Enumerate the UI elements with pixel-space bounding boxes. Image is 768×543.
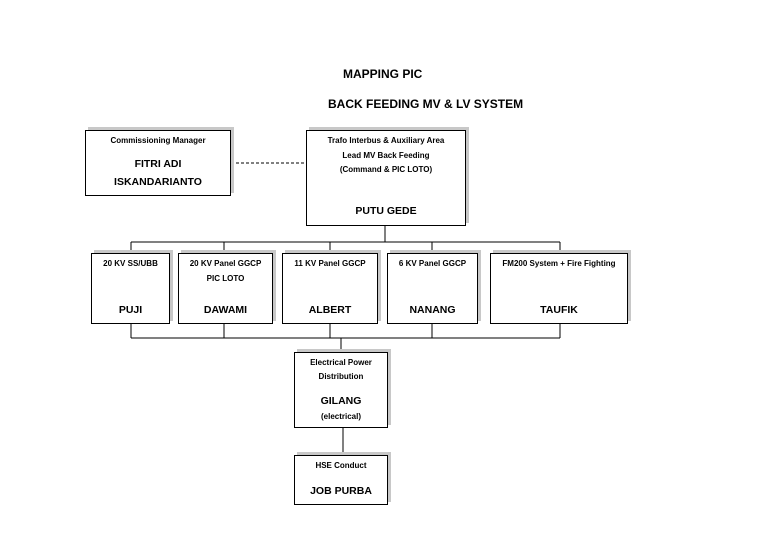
- unit-name: DAWAMI: [203, 304, 248, 316]
- distribution-note: (electrical): [320, 412, 362, 421]
- distribution-name: GILANG: [320, 395, 362, 407]
- unit-role: 20 KV Panel GGCP: [189, 259, 262, 268]
- unit-name: ALBERT: [308, 304, 352, 316]
- lead-line3: (Command & PIC LOTO): [339, 165, 433, 174]
- distribution-box: Electrical Power Distribution GILANG (el…: [294, 352, 388, 428]
- lead-box: Trafo Interbus & Auxiliary Area Lead MV …: [306, 130, 466, 226]
- lead-line2: Lead MV Back Feeding: [342, 151, 430, 160]
- unit-role: 11 KV Panel GGCP: [294, 259, 366, 268]
- lead-line1: Trafo Interbus & Auxiliary Area: [327, 136, 445, 145]
- unit-box-20kv-panel: 20 KV Panel GGCP PIC LOTO DAWAMI: [178, 253, 273, 324]
- unit-box-6kv-panel: 6 KV Panel GGCP NANANG: [387, 253, 478, 324]
- lead-name: PUTU GEDE: [355, 205, 417, 217]
- unit-name: PUJI: [118, 304, 143, 316]
- unit-box-20kv-ss: 20 KV SS/UBB PUJI: [91, 253, 170, 324]
- page-subtitle: BACK FEEDING MV & LV SYSTEM: [328, 97, 524, 111]
- unit-box-11kv-panel: 11 KV Panel GGCP ALBERT: [282, 253, 378, 324]
- hse-name: JOB PURBA: [310, 485, 372, 497]
- hse-role: HSE Conduct: [315, 461, 367, 470]
- unit-role: 6 KV Panel GGCP: [398, 259, 467, 268]
- unit-name: TAUFIK: [540, 304, 578, 316]
- distribution-line1: Electrical Power: [310, 358, 372, 367]
- unit-role-extra: PIC LOTO: [206, 274, 245, 283]
- hse-box: HSE Conduct JOB PURBA: [294, 455, 388, 505]
- unit-role: 20 KV SS/UBB: [103, 259, 158, 268]
- commissioning-name-line2: ISKANDARIANTO: [114, 176, 202, 188]
- unit-name: NANANG: [409, 304, 456, 316]
- commissioning-name-line1: FITRI ADI: [134, 158, 182, 170]
- unit-box-fm200: FM200 System + Fire Fighting TAUFIK: [490, 253, 628, 324]
- commissioning-role: Commissioning Manager: [110, 136, 206, 145]
- unit-role: FM200 System + Fire Fighting: [502, 259, 616, 268]
- commissioning-manager-box: Commissioning Manager FITRI ADI ISKANDAR…: [85, 130, 231, 196]
- distribution-line2: Distribution: [318, 372, 364, 381]
- page-title: MAPPING PIC: [343, 67, 423, 81]
